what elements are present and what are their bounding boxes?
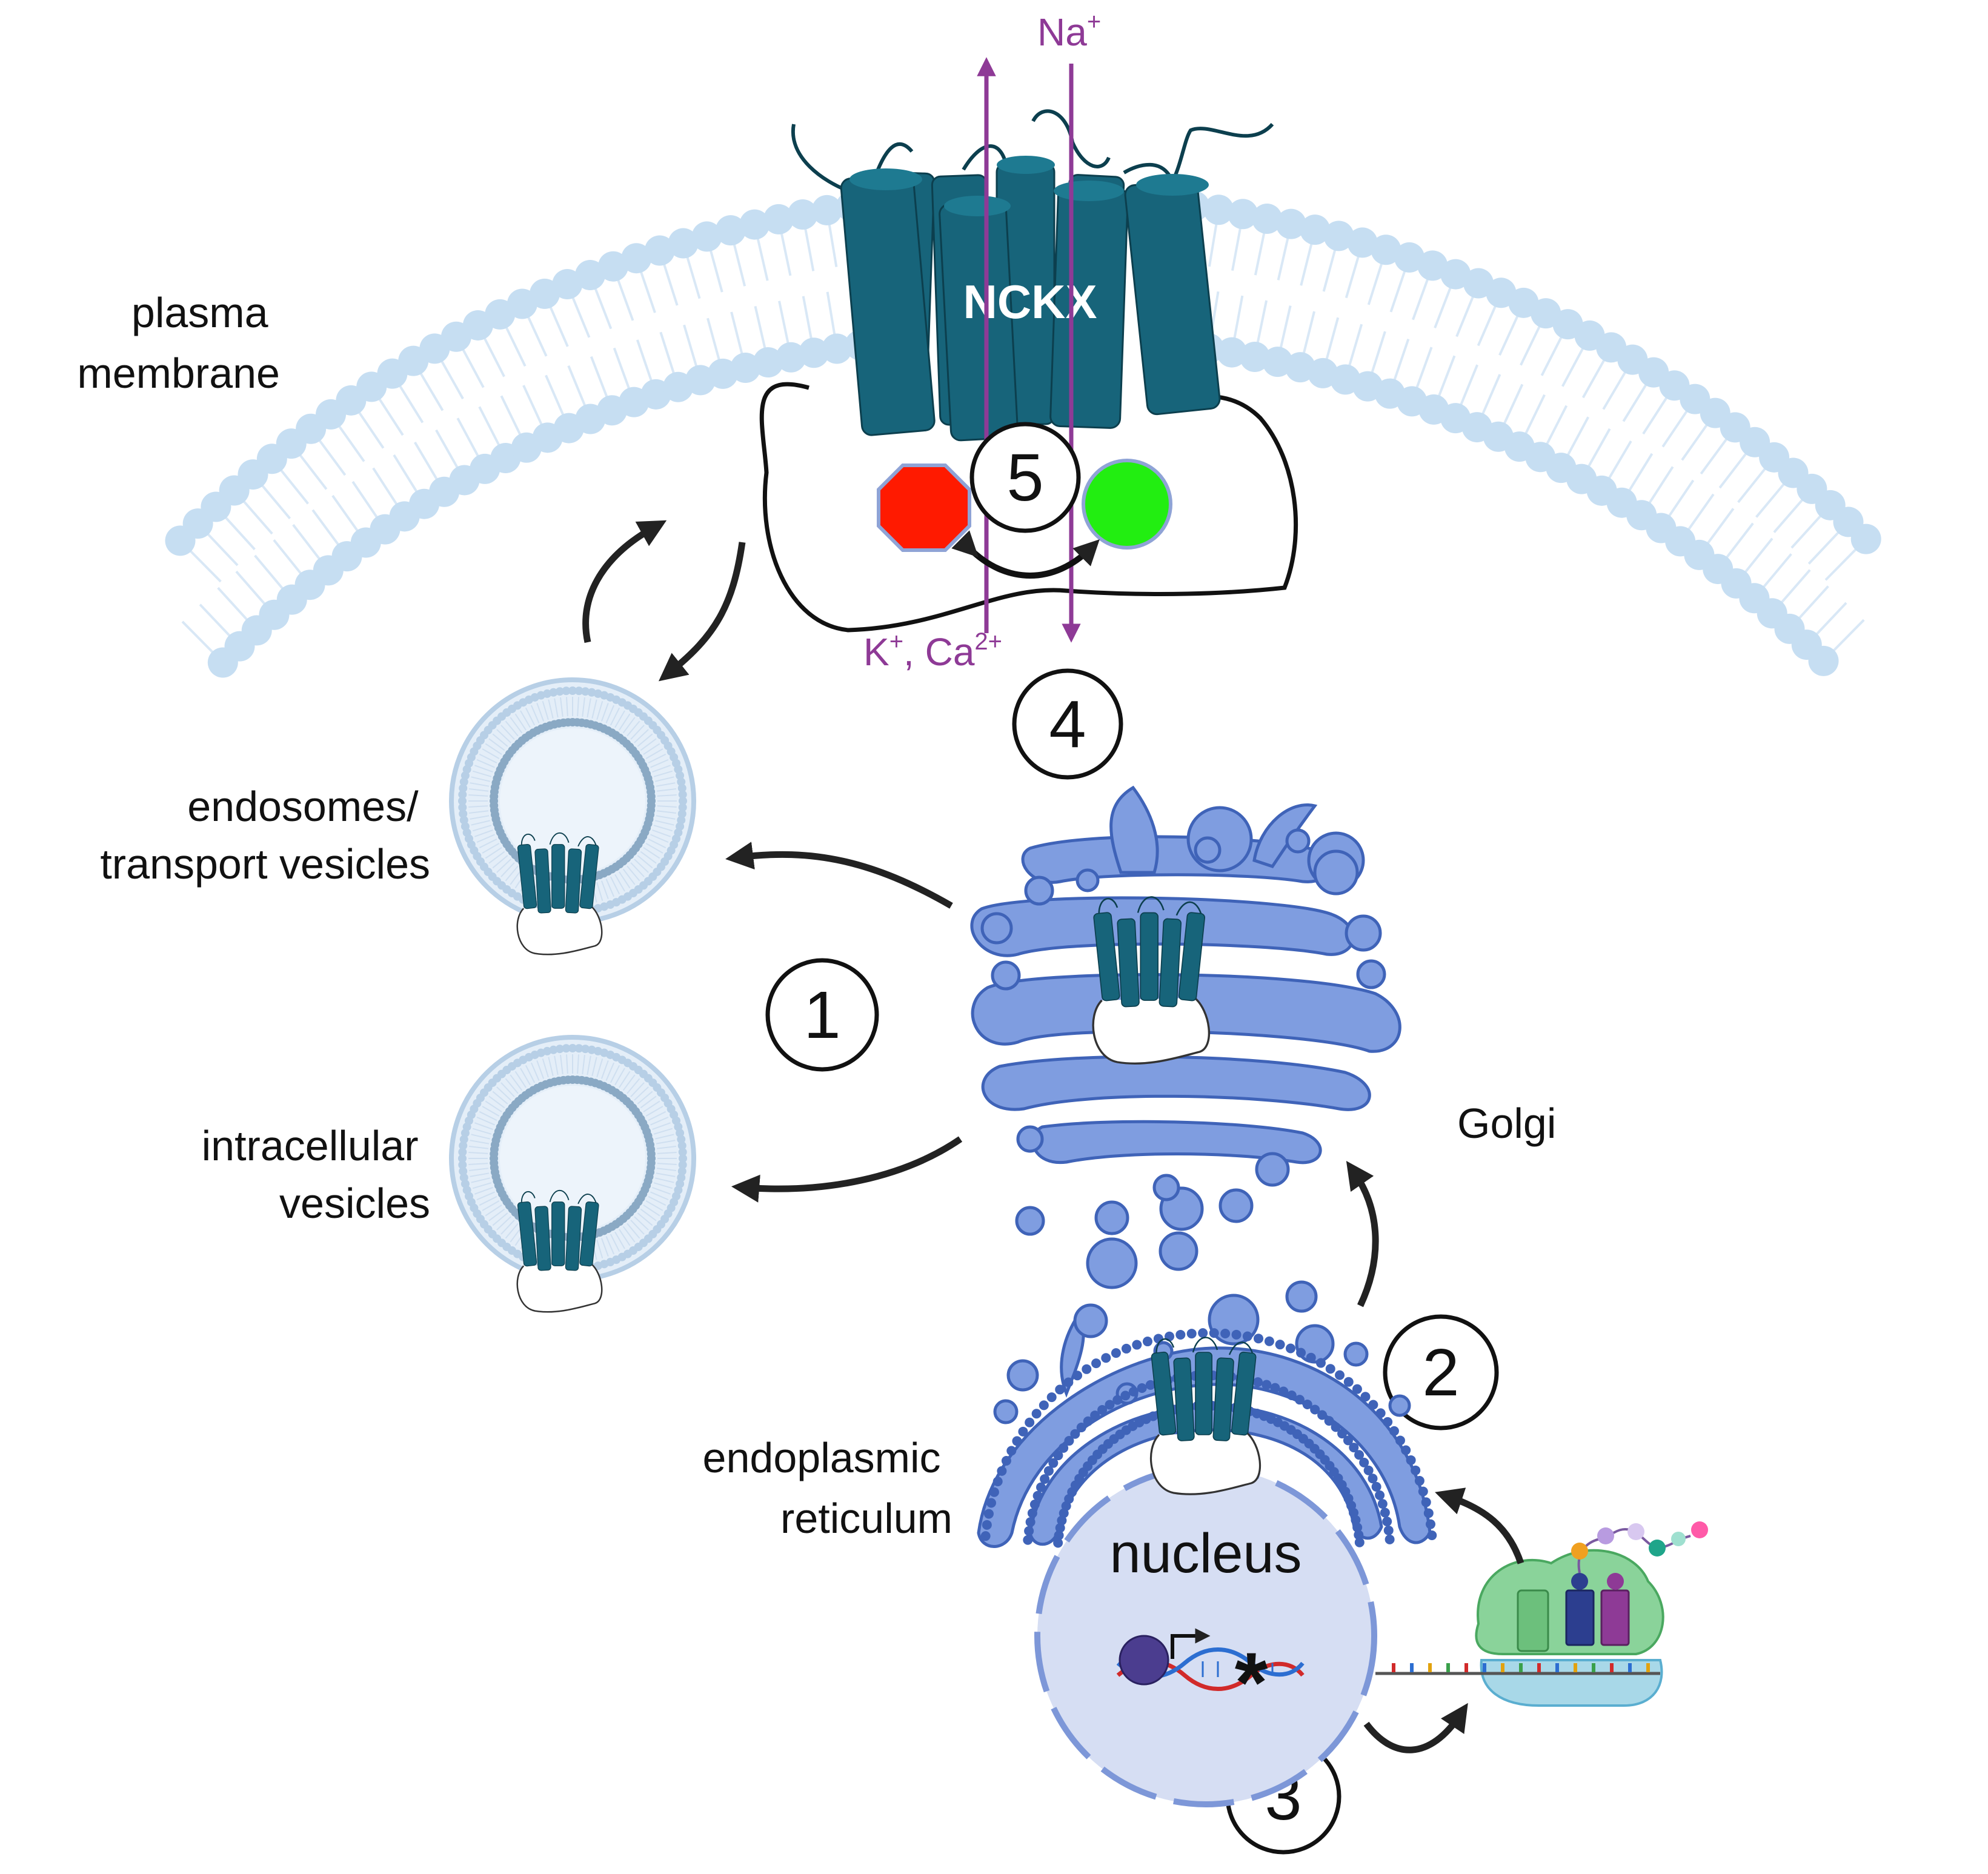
endosomes-label: endosomes/ transport vesicles xyxy=(100,783,430,888)
nckx-protein: NCKX xyxy=(759,109,1298,633)
endosome-vesicle xyxy=(449,677,696,955)
golgi-label: Golgi xyxy=(1457,1100,1556,1147)
k-ca-ion-label: K+, Ca2+ xyxy=(863,628,1002,674)
er-label: endoplasmic reticulum xyxy=(703,1434,952,1542)
bidirectional-arrow-icon xyxy=(951,530,1100,579)
step-4-badge: 4 xyxy=(1012,668,1123,780)
transport-arrow-icon xyxy=(582,520,1524,1753)
step-1-badge: 1 xyxy=(765,958,879,1072)
nckx-label: NCKX xyxy=(963,275,1097,328)
green-circle-icon xyxy=(1082,459,1172,550)
intracellular-loop xyxy=(759,382,1298,633)
dna-icon: * xyxy=(1116,1628,1305,1730)
nucleus: nucleus xyxy=(1034,1464,1377,1807)
transcription-start-arrow-icon xyxy=(1171,1628,1211,1659)
stop-octagon-icon xyxy=(877,464,971,552)
step-5-badge: 5 xyxy=(969,422,1081,533)
intracellular-vesicles-label: intracellular vesicles xyxy=(202,1122,430,1227)
plasma-membrane-bilayer xyxy=(165,191,1881,678)
ribosome-icon xyxy=(1375,1521,1708,1707)
mutation-asterisk: * xyxy=(1235,1635,1268,1730)
svg-text:5: 5 xyxy=(1006,440,1043,515)
svg-text:2: 2 xyxy=(1422,1335,1459,1410)
extracellular-loops xyxy=(791,109,1274,193)
er-nckx-icon xyxy=(1150,1337,1261,1495)
svg-text:4: 4 xyxy=(1049,687,1086,762)
step-2-badge: 2 xyxy=(1383,1314,1499,1430)
na-ion-label: Na+ xyxy=(1037,8,1101,54)
svg-text:1: 1 xyxy=(803,978,840,1052)
nucleus-label: nucleus xyxy=(1109,1523,1302,1584)
plasma-membrane-label: plasma membrane xyxy=(77,289,280,397)
intracellular-vesicle xyxy=(449,1035,696,1313)
golgi-nckx-icon xyxy=(1092,896,1210,1065)
rna-polymerase-icon xyxy=(1119,1635,1169,1686)
